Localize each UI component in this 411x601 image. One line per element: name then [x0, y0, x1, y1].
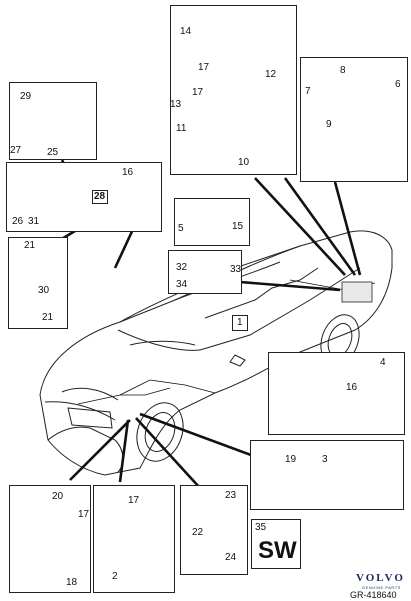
sw-label: SW: [258, 537, 297, 564]
callout-23: 23: [225, 490, 237, 501]
callout-5: 5: [178, 223, 184, 234]
brand-tagline: GENUINE PARTS: [362, 585, 401, 590]
car-outline: [39, 230, 393, 476]
callout-25: 25: [47, 147, 59, 158]
brand-logo: VOLVO: [356, 572, 405, 584]
panel-channel-4: [268, 352, 405, 435]
panel-28-label: [92, 190, 108, 204]
callout-14: 14: [180, 26, 192, 37]
reference-code: GR-418640: [350, 590, 397, 600]
callout-3: 3: [322, 454, 328, 465]
panel-bracket-32: [168, 250, 242, 294]
panel-module-5: [174, 198, 250, 246]
callout-11: 11: [176, 123, 187, 134]
panel-harness-28: [6, 162, 162, 232]
callout-4: 4: [380, 357, 386, 368]
callout-17: 17: [192, 87, 204, 98]
callout-29: 29: [20, 91, 32, 102]
panel-harness-1: [232, 315, 248, 331]
panel-channel-3: [250, 440, 404, 510]
callout-20: 20: [52, 491, 64, 502]
callout-33: 33: [230, 264, 242, 275]
panel-battery-cable: [300, 57, 408, 182]
callout-17: 17: [128, 495, 140, 506]
callout-10: 10: [238, 157, 250, 168]
callout-31: 31: [28, 216, 40, 227]
panel-bracket-18: [9, 485, 91, 593]
callout-34: 34: [176, 279, 188, 290]
callout-7: 7: [305, 86, 311, 97]
callout-30: 30: [38, 285, 50, 296]
callout-28: 28: [94, 191, 106, 202]
callout-9: 9: [326, 119, 332, 130]
callout-15: 15: [232, 221, 244, 232]
callout-13: 13: [170, 99, 182, 110]
callout-16: 16: [122, 167, 134, 178]
callout-35: 35: [255, 522, 267, 533]
callout-22: 22: [192, 527, 204, 538]
callout-16: 16: [346, 382, 358, 393]
callout-2: 2: [112, 571, 118, 582]
panel-fusebox: [170, 5, 297, 175]
battery-on-car: [341, 281, 373, 303]
callout-8: 8: [340, 65, 346, 76]
callout-6: 6: [395, 79, 401, 90]
callout-1: 1: [237, 317, 243, 328]
callout-21: 21: [42, 312, 54, 323]
panel-cable-22: [180, 485, 248, 575]
panel-bracket-30: [8, 237, 68, 329]
panel-bracket-29: [9, 82, 97, 160]
callout-19: 19: [285, 454, 297, 465]
panel-bracket-2: [93, 485, 175, 593]
callout-18: 18: [66, 577, 78, 588]
callout-27: 27: [10, 145, 22, 156]
callout-17: 17: [198, 62, 210, 73]
callout-32: 32: [176, 262, 188, 273]
callout-21: 21: [24, 240, 36, 251]
callout-17: 17: [78, 509, 90, 520]
callout-12: 12: [265, 69, 277, 80]
panel-sw: [251, 519, 301, 569]
callout-24: 24: [225, 552, 237, 563]
callout-26: 26: [12, 216, 24, 227]
